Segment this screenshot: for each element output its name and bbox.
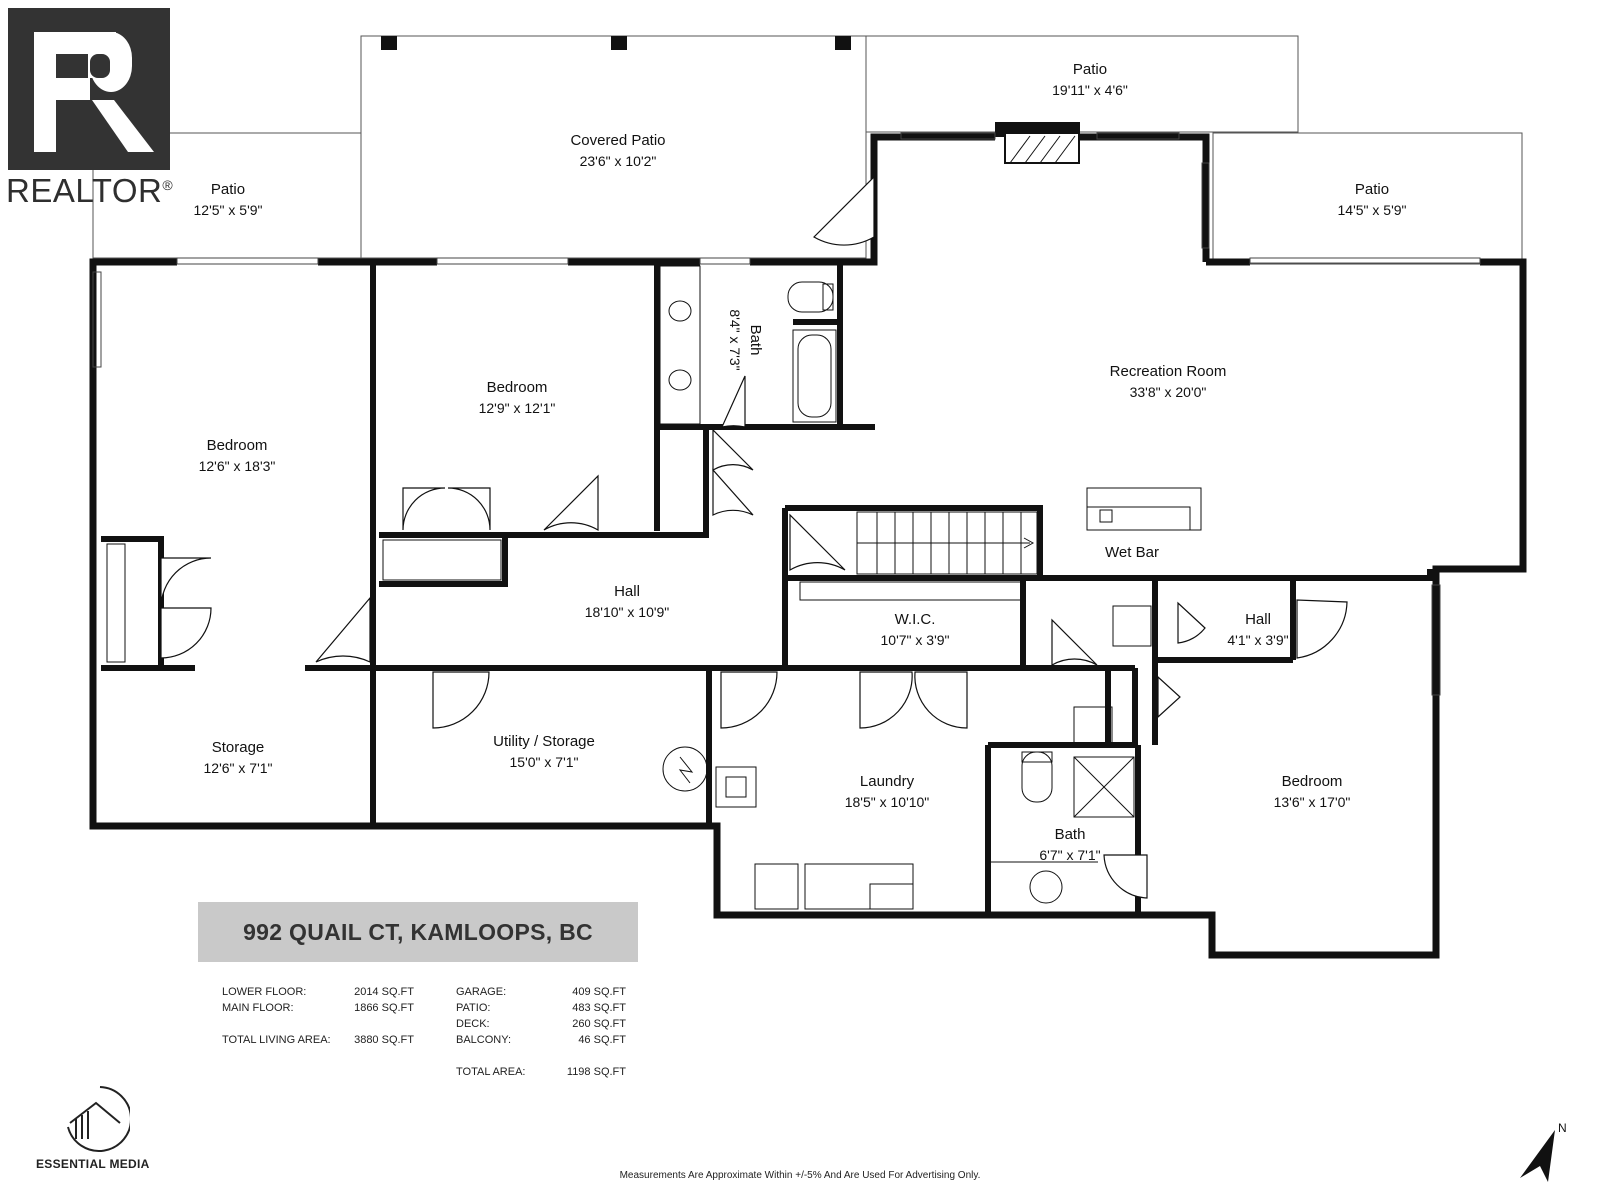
essential-media-name: ESSENTIAL MEDIA [36,1157,150,1171]
essential-media-logo-icon [67,1086,130,1152]
measurement-disclaimer: Measurements Are Approximate Within +/-5… [619,1170,981,1181]
bath-bottom-fixtures [991,751,1135,904]
windows [92,132,1481,696]
north-arrow-icon: N [1520,1121,1567,1182]
patio-top-outline [865,35,1299,133]
area-row: DECK:260 SQ.FT [456,1018,626,1030]
closet-fixtures [106,539,1023,663]
wet-bar-counter [1086,487,1202,531]
area-table-right: GARAGE:409 SQ.FT PATIO:483 SQ.FT DECK:26… [456,984,626,1080]
address-title: 992 QUAIL CT, KAMLOOPS, BC [243,918,593,945]
area-row: TOTAL LIVING AREA:3880 SQ.FT [222,1034,414,1046]
bath-top-fixtures [659,265,837,425]
realtor-wordmark: REALTOR® [6,172,174,209]
laundry-fixtures [662,605,1152,910]
exterior-walls [89,133,1527,959]
north-label: N [1558,1121,1567,1135]
patio-posts [381,36,851,50]
realtor-logo [8,8,170,170]
area-row: MAIN FLOOR:1866 SQ.FT [222,1002,414,1014]
room-label-wic: W.I.C.10'7" x 3'9" [880,611,950,648]
interior-walls [101,262,1436,915]
room-label-wet-bar: Wet Bar [1105,544,1159,561]
stairs [856,511,1038,575]
area-row: TOTAL AREA:1198 SQ.FT [456,1066,626,1078]
patio-right-outline [1212,132,1523,264]
area-table-left: LOWER FLOOR:2014 SQ.FT MAIN FLOOR:1866 S… [222,984,414,1048]
address-title-bar: 992 QUAIL CT, KAMLOOPS, BC [198,902,638,962]
patio-outlines [92,35,1523,264]
area-row: LOWER FLOOR:2014 SQ.FT [222,986,414,998]
area-row: PATIO:483 SQ.FT [456,1002,626,1014]
fireplace [995,122,1080,164]
doors [160,175,1348,899]
area-row: GARAGE:409 SQ.FT [456,986,626,998]
area-row: BALCONY:46 SQ.FT [456,1034,626,1046]
